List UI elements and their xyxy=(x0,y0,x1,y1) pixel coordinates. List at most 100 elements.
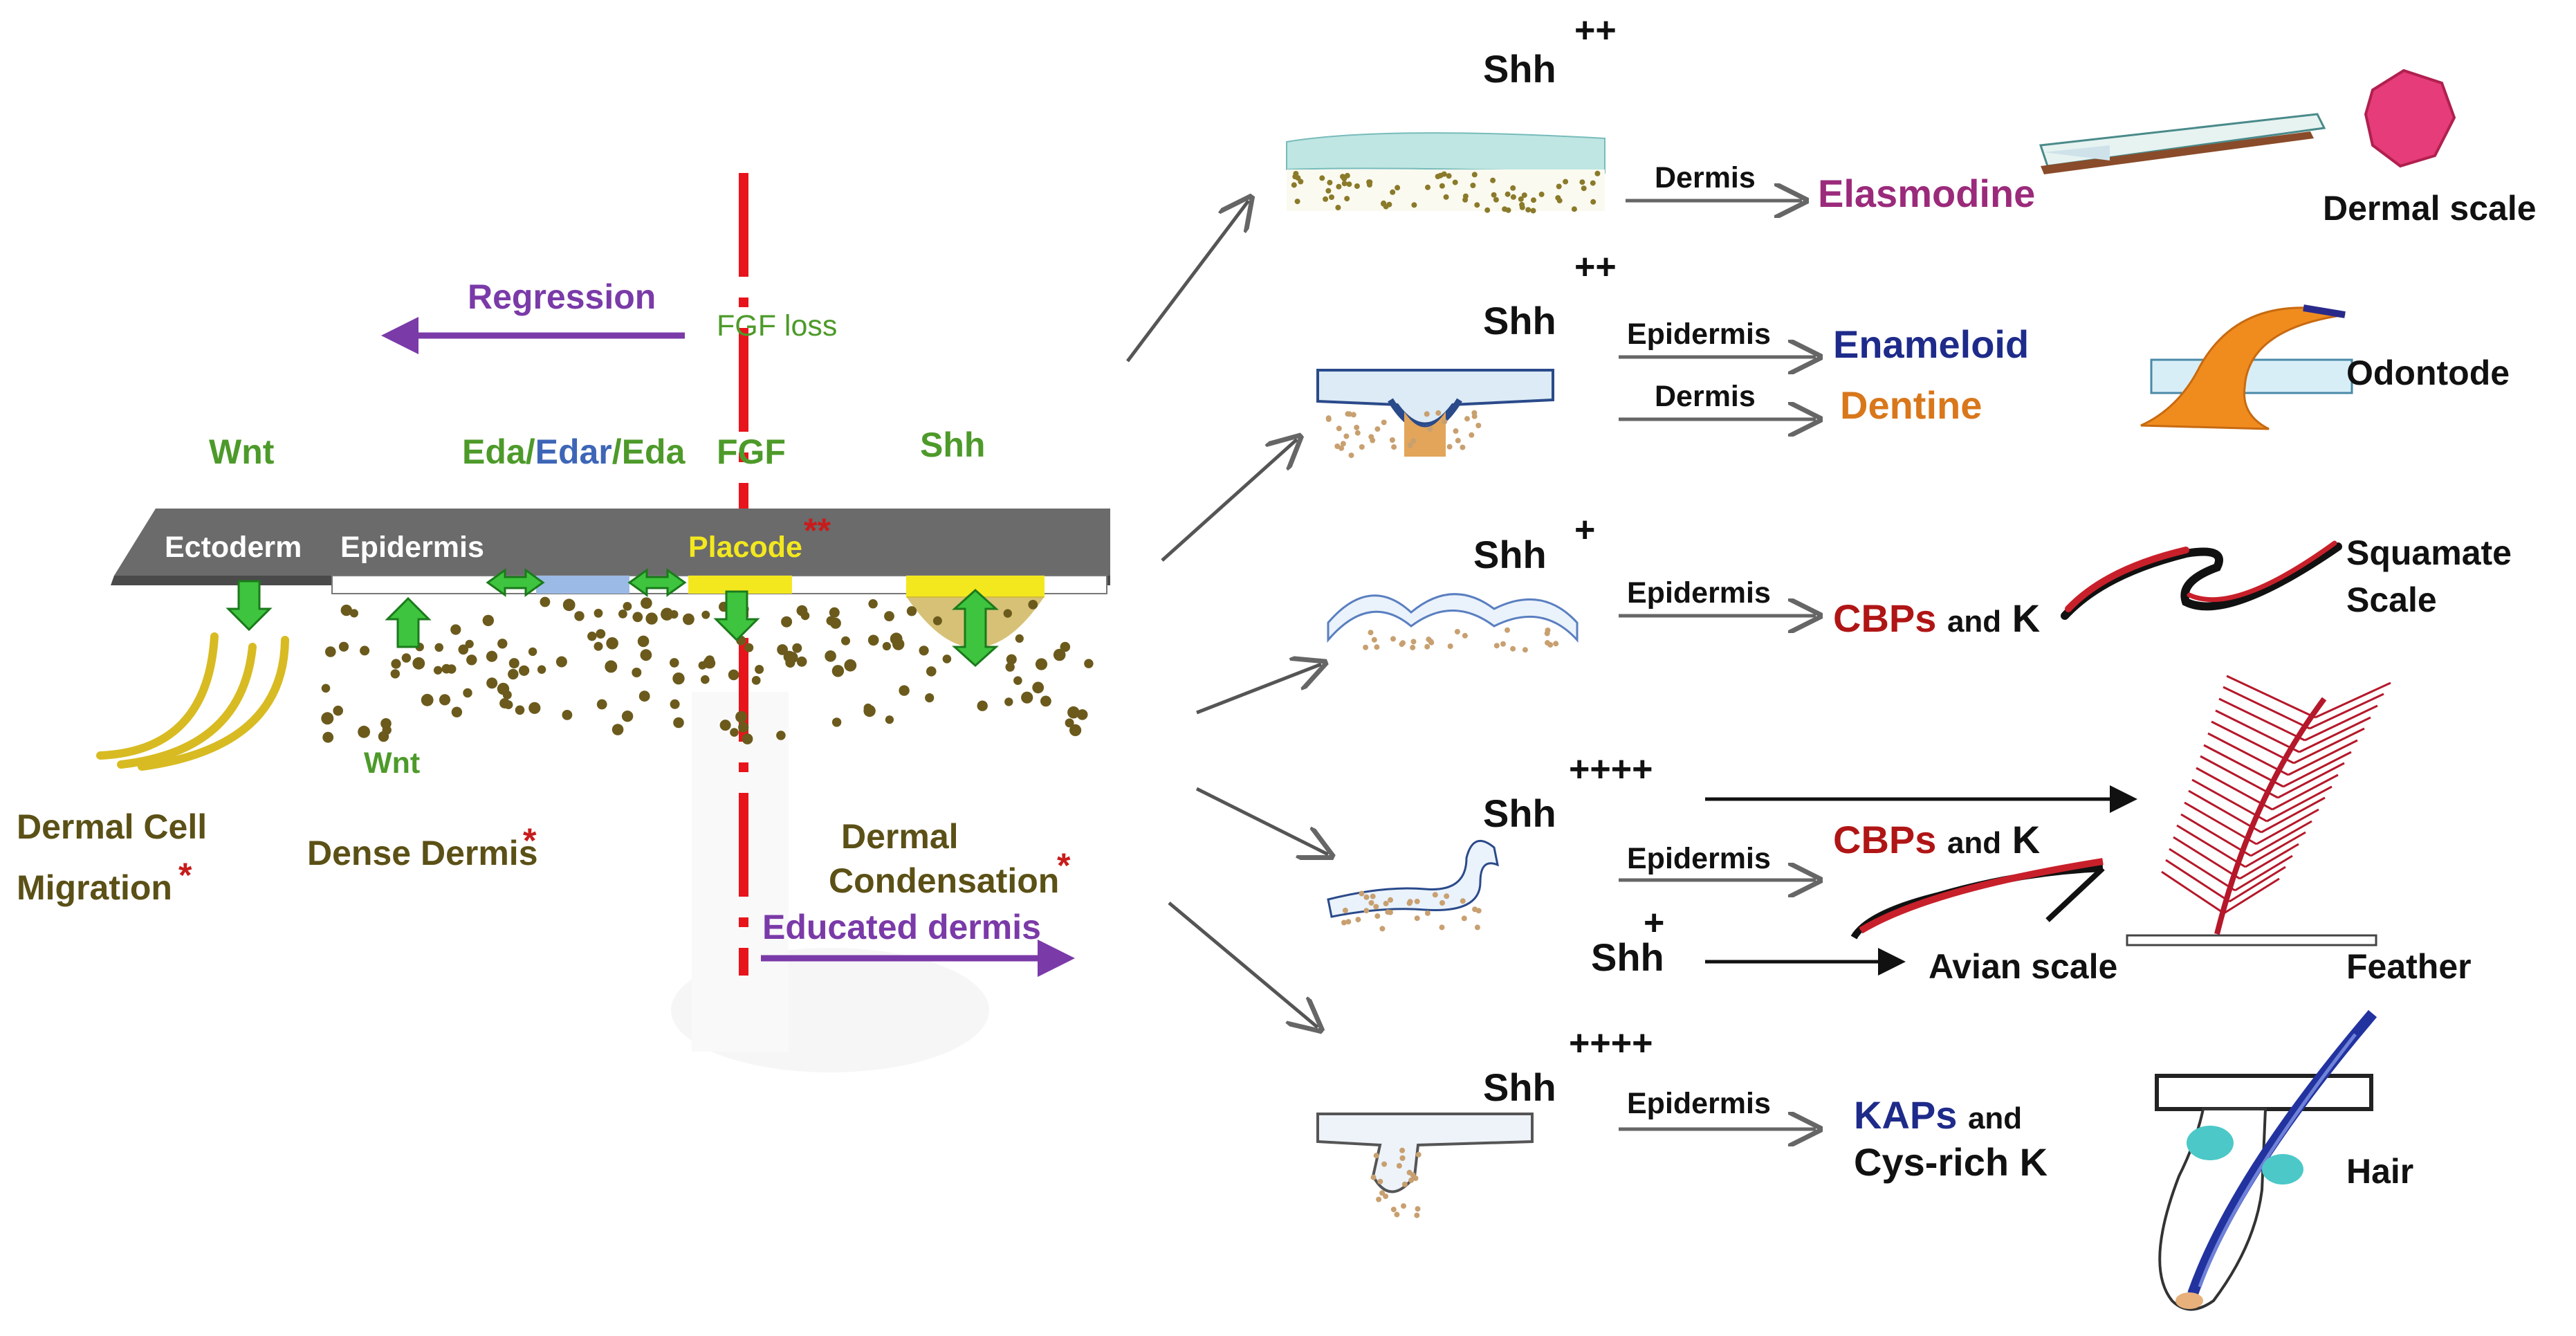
feather-barb xyxy=(2266,785,2333,823)
row4-tissue xyxy=(1327,840,1500,918)
migration-arrows xyxy=(96,632,289,771)
row2-source-2: Dermis xyxy=(1655,380,1756,413)
dermal-dot xyxy=(508,658,519,669)
row5-product-and: and xyxy=(1967,1101,2023,1135)
tissue-dot xyxy=(1373,1153,1379,1159)
row3-product-and: and xyxy=(1947,605,2002,639)
dermal-dot xyxy=(596,699,607,710)
row4-source: Epidermis xyxy=(1627,842,1771,875)
migration-star: * xyxy=(178,856,192,895)
tissue-dot xyxy=(1505,627,1510,633)
tissue-dot xyxy=(1414,898,1420,904)
feather-barb xyxy=(2288,739,2358,776)
tissue-dot xyxy=(1563,179,1569,185)
row5-tissue xyxy=(1316,1113,1534,1193)
dermal-dot xyxy=(926,666,937,677)
dermal-scale-image xyxy=(2364,68,2456,168)
feather-barb xyxy=(2304,704,2378,742)
dermal-dot xyxy=(555,656,567,668)
dermal-dot xyxy=(358,725,370,738)
row3-product-cbps: CBPs xyxy=(1833,596,1937,640)
dermal-dot xyxy=(942,655,952,664)
dermal-dot xyxy=(777,644,788,655)
row4-plus-2: + xyxy=(1644,903,1665,943)
tissue-dot xyxy=(1390,1207,1397,1213)
feather-barb xyxy=(2165,859,2230,903)
feather-barb xyxy=(2218,697,2306,742)
tissue-dot xyxy=(1391,444,1397,450)
feather-skin-base xyxy=(2126,934,2377,946)
dermal-dot xyxy=(441,664,452,674)
tissue-dot xyxy=(1368,630,1374,636)
feather-barb xyxy=(2277,762,2345,799)
dermal-dot xyxy=(885,715,894,724)
tissue-dot xyxy=(1491,192,1497,198)
feather-barb xyxy=(2215,709,2300,753)
dermal-dot xyxy=(738,722,749,733)
dermal-dot xyxy=(841,636,850,646)
shh-black-arrows xyxy=(1705,785,2137,976)
dermal-dot xyxy=(378,731,389,742)
tissue-dot xyxy=(1439,183,1445,189)
tissue-dot xyxy=(1425,184,1430,190)
tissue-dot xyxy=(1505,207,1511,213)
tissue-dot xyxy=(1374,426,1381,432)
dermal-dot xyxy=(825,650,836,662)
dermal-dot xyxy=(519,665,530,676)
tissue-dot xyxy=(1341,181,1347,187)
dermal-dot xyxy=(621,711,634,722)
tissue-dot xyxy=(1363,644,1369,650)
tissue-dot xyxy=(1376,1196,1382,1202)
row5-structure: Hair xyxy=(2346,1152,2414,1191)
tissue-dot xyxy=(1519,204,1525,210)
dermal-dot xyxy=(1053,648,1066,661)
feather-barb xyxy=(2234,854,2293,892)
condensation-star: * xyxy=(1057,846,1071,885)
tissue-dot xyxy=(1390,189,1396,195)
dermal-dot xyxy=(751,676,761,685)
tissue-dot xyxy=(1388,897,1393,903)
tissue-dot xyxy=(1415,1151,1422,1157)
tissue-dot xyxy=(1294,199,1300,205)
dermal-dot xyxy=(1005,662,1015,672)
feather-barb xyxy=(2315,681,2391,719)
green-signal-arrows xyxy=(226,580,999,668)
dermal-dot xyxy=(562,598,576,612)
tissue-dot xyxy=(1464,416,1470,422)
dermal-dot xyxy=(321,684,331,693)
tissue-dot xyxy=(1399,1147,1406,1153)
eda-signal-arrows xyxy=(486,568,687,597)
row3-product-k: K xyxy=(2012,596,2041,640)
dermal-dot xyxy=(390,669,400,679)
tissue-dot xyxy=(1340,174,1345,180)
tissue-dot xyxy=(1460,444,1466,450)
row2-product-2: Dentine xyxy=(1840,383,1982,427)
tissue-dot xyxy=(1446,443,1453,450)
signal-eda-2: Eda xyxy=(621,432,686,471)
feather-barb xyxy=(2223,686,2310,730)
dermal-dot xyxy=(645,612,658,625)
dermal-dot xyxy=(1003,609,1013,618)
tissue-dot xyxy=(1335,205,1341,210)
dermal-cell-label: Dermal Cell xyxy=(17,807,208,846)
dermal-dot xyxy=(537,665,546,674)
feather-barb xyxy=(2169,848,2236,892)
dermal-dot xyxy=(742,733,753,744)
tissue-dot xyxy=(1590,199,1597,205)
feather-barb xyxy=(2229,866,2286,903)
elasmodine-sheet-image xyxy=(2039,113,2326,174)
tissue-dot xyxy=(1538,191,1545,197)
feather-barb xyxy=(2196,767,2273,811)
tissue-dot xyxy=(1518,196,1524,202)
tissue-dot xyxy=(1348,452,1354,459)
dermal-dot xyxy=(605,660,618,673)
dermal-dot xyxy=(884,611,894,621)
tissue-dot xyxy=(1325,416,1332,422)
dermal-dot xyxy=(829,617,841,629)
regression-label: Regression xyxy=(468,277,656,316)
dermal-dot xyxy=(508,668,519,680)
tissue-dot xyxy=(1454,629,1460,634)
dermal-dot xyxy=(661,607,673,620)
row5-shh: Shh xyxy=(1483,1065,1556,1109)
dermal-dot xyxy=(919,646,929,656)
